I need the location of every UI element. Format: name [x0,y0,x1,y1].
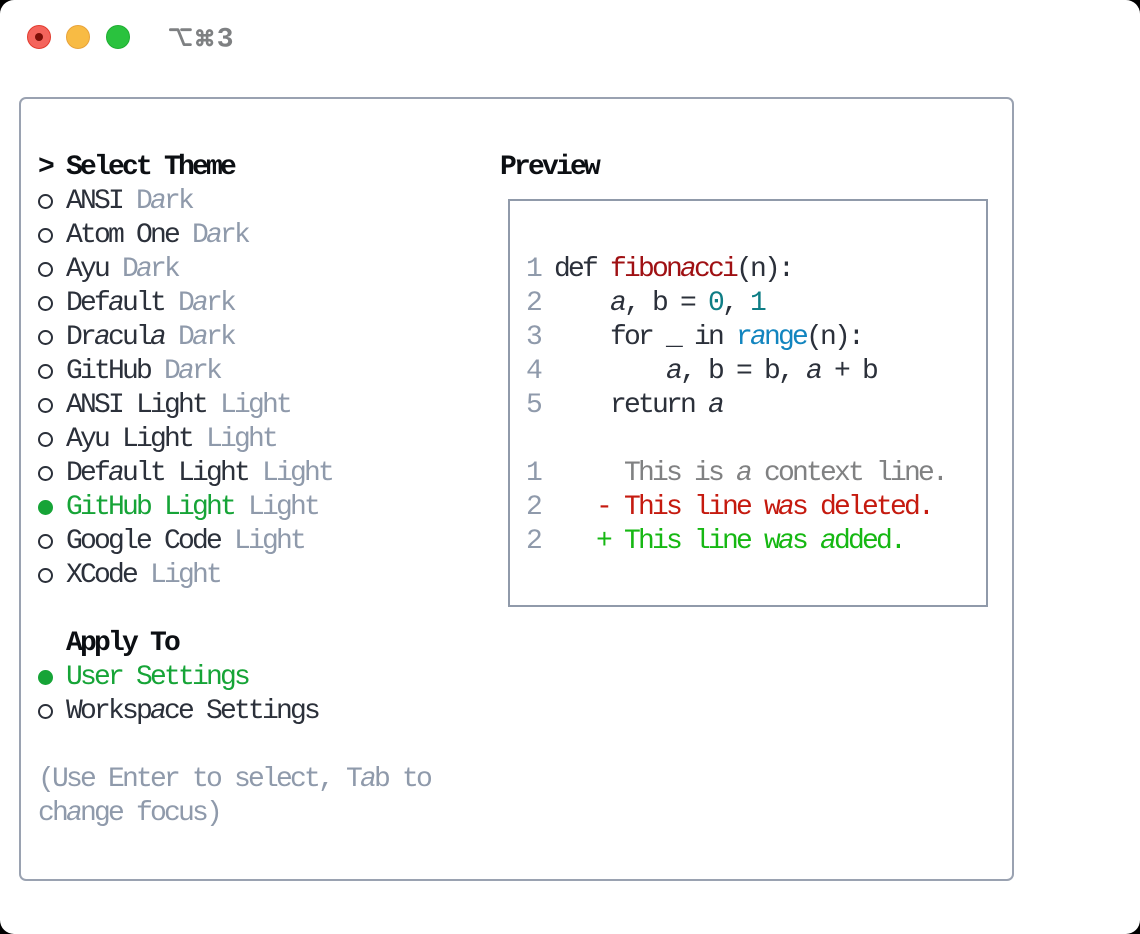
svg-text:3: 3 [217,26,234,52]
